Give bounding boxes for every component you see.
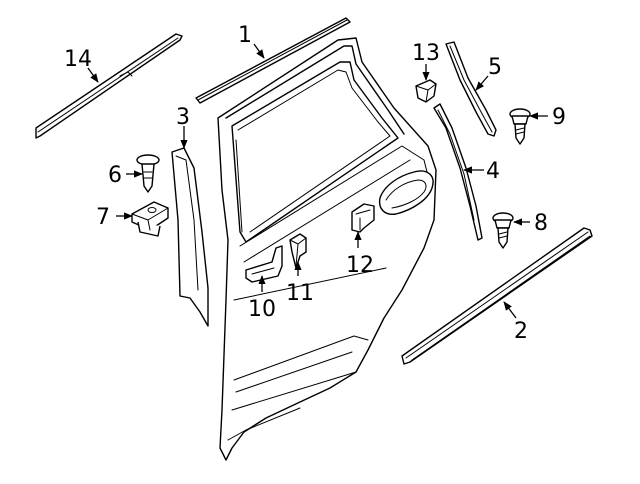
rear-door-shell <box>217 37 437 461</box>
leader-lines <box>87 43 548 319</box>
callout-8: 8 <box>534 211 548 236</box>
part-12-bracket <box>351 203 375 233</box>
part-3-pillar-applique <box>171 147 209 327</box>
leader-14 <box>87 67 99 83</box>
part-11-clip <box>289 233 307 269</box>
callout-9: 9 <box>552 105 566 130</box>
part-7-bracket <box>131 201 169 237</box>
part-10-handle-bracket <box>245 245 283 283</box>
part-9-screw <box>509 108 531 145</box>
leader-1 <box>253 43 265 59</box>
callout-labels: 1 2 3 4 5 6 7 8 9 10 11 12 13 14 <box>64 23 566 344</box>
callout-13: 13 <box>412 41 440 66</box>
part-6-push-pin <box>136 154 160 193</box>
part-13-clip <box>415 79 437 103</box>
callout-11: 11 <box>286 281 314 306</box>
part-2-lower-moulding <box>401 227 593 365</box>
callout-4: 4 <box>486 159 500 184</box>
callout-1: 1 <box>238 23 252 48</box>
leader-2 <box>503 301 517 319</box>
callout-3: 3 <box>176 105 190 130</box>
callout-14: 14 <box>64 47 92 72</box>
part-1-upper-moulding <box>195 17 351 104</box>
part-8-screw <box>492 212 514 249</box>
part-4-division-strip <box>433 103 483 241</box>
callout-10: 10 <box>248 297 276 322</box>
leader-5 <box>475 75 489 91</box>
part-5-channel-strip <box>445 41 497 137</box>
callout-12: 12 <box>346 253 374 278</box>
callout-5: 5 <box>488 55 502 80</box>
callout-7: 7 <box>96 205 110 230</box>
callout-6: 6 <box>108 163 122 188</box>
callout-2: 2 <box>514 319 528 344</box>
part-14-belt-strip <box>35 33 183 139</box>
